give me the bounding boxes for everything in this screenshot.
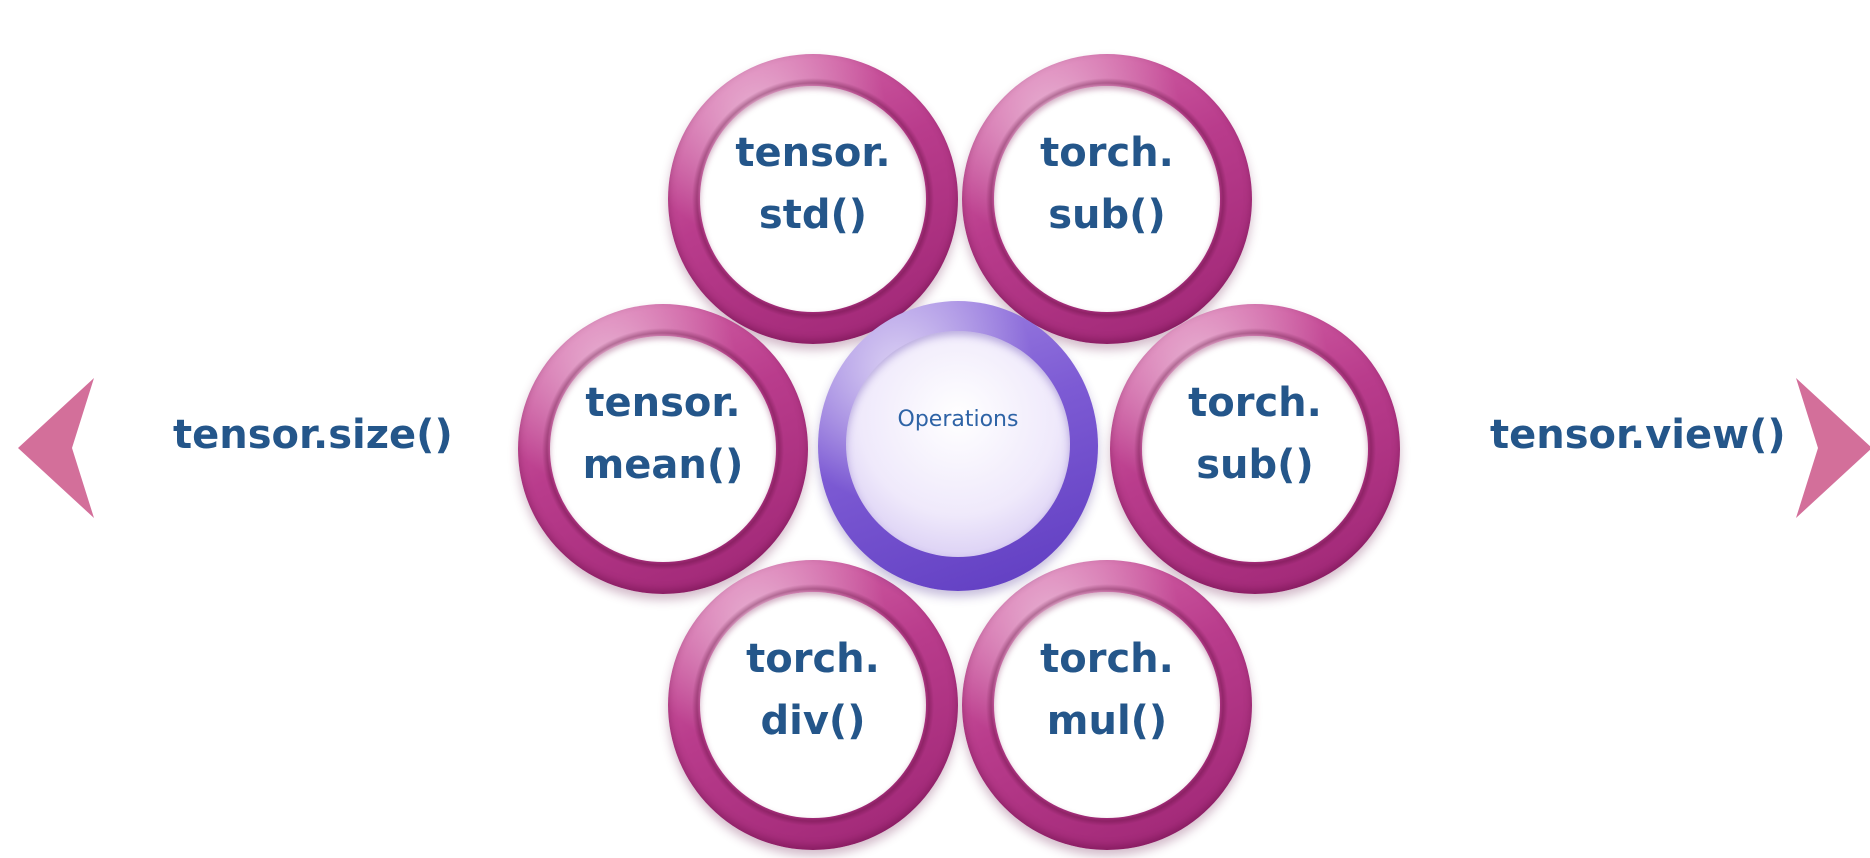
chevron-right-icon[interactable]	[1792, 378, 1870, 518]
center-label: Operations	[897, 406, 1019, 432]
center-node: Operations	[818, 301, 1098, 591]
node-torch-sub-right: torch. sub()	[1110, 304, 1400, 594]
node-label: tensor. std()	[735, 130, 891, 238]
node-label: torch. sub()	[1040, 130, 1174, 238]
node-torch-mul: torch. mul()	[962, 560, 1252, 850]
node-label: torch. mul()	[1040, 636, 1174, 744]
right-label: tensor.view()	[1490, 412, 1786, 458]
node-tensor-std: tensor. std()	[668, 54, 958, 344]
node-label: tensor. mean()	[582, 380, 744, 488]
left-label: tensor.size()	[173, 412, 453, 458]
chevron-left-icon[interactable]	[18, 378, 98, 518]
node-torch-div: torch. div()	[668, 560, 958, 850]
node-tensor-mean: tensor. mean()	[518, 304, 808, 594]
node-torch-sub-top: torch. sub()	[962, 54, 1252, 344]
node-label: torch. div()	[746, 636, 880, 744]
node-label: torch. sub()	[1188, 380, 1322, 488]
